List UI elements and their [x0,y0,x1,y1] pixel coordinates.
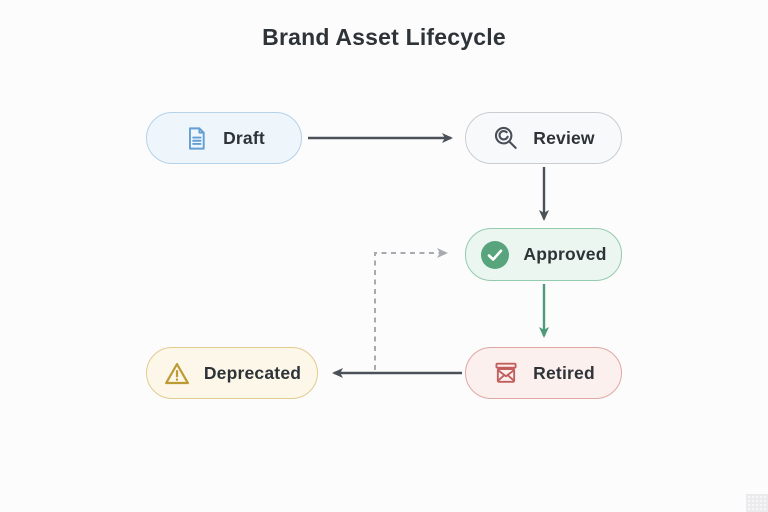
corner-pixel-artifact [746,494,768,512]
node-label-approved: Approved [523,244,607,264]
search-icon [492,124,520,152]
node-draft: Draft [146,112,302,164]
node-label-draft: Draft [223,127,265,148]
node-label-retired: Retired [533,362,595,383]
node-review: Review [465,112,622,164]
mail-archive-icon [492,359,520,387]
node-label-deprecated: Deprecated [203,362,302,383]
node-label-review: Review [533,127,595,148]
edge-retired-approved-dashed [374,248,448,370]
node-retired: Retired [465,347,622,399]
page-title: Brand Asset Lifecycle [262,24,506,50]
node-approved: Approved [465,228,622,281]
document-icon [183,125,210,152]
warning-triangle-icon [163,359,191,387]
check-circle-icon [480,240,510,270]
node-deprecated: Deprecated [146,347,318,399]
